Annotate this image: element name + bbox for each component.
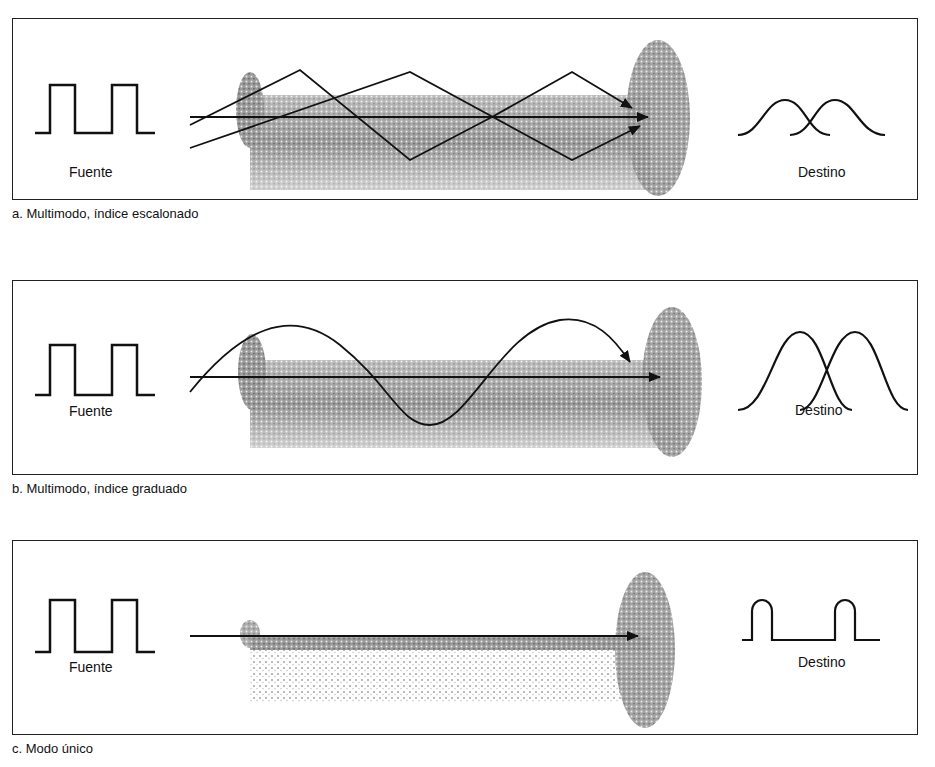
destination-label: Destino xyxy=(798,164,845,180)
panel-caption: c. Modo único xyxy=(12,742,93,757)
fiber-panel: FuenteDestinob. Multimodo, índice gradua… xyxy=(12,280,918,475)
fiber-panel: FuenteDestinoc. Modo único xyxy=(12,540,918,735)
source-label: Fuente xyxy=(69,403,113,419)
panel-caption: a. Multimodo, índice escalonado xyxy=(12,207,198,222)
source-label: Fuente xyxy=(69,659,113,675)
source-label: Fuente xyxy=(69,164,113,180)
destination-label: Destino xyxy=(795,402,842,418)
single-mode-fiber xyxy=(35,572,880,728)
panel-caption: b. Multimodo, índice graduado xyxy=(12,482,187,497)
step-index-fiber xyxy=(35,40,885,196)
fiber-panel: FuenteDestinoa. Multimodo, índice escalo… xyxy=(12,18,918,200)
destination-label: Destino xyxy=(798,654,845,670)
graded-index-fiber xyxy=(35,307,908,457)
